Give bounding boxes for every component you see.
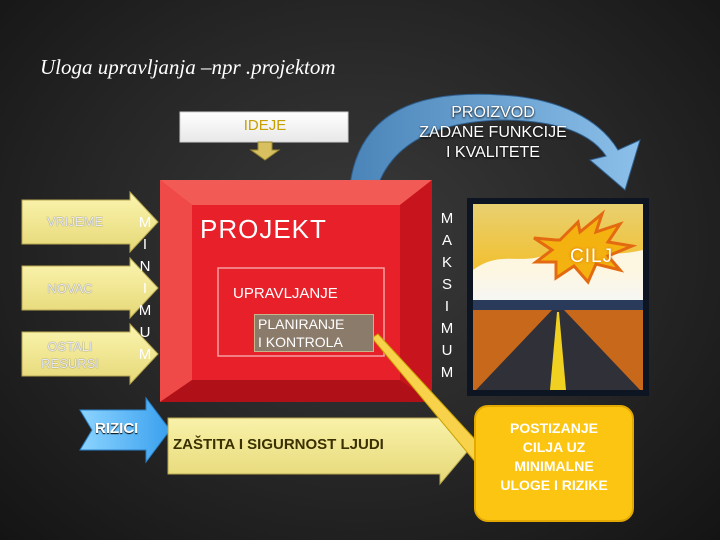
minimum-letter: M bbox=[138, 346, 152, 363]
minimum-letter: I bbox=[142, 280, 148, 297]
cilj-label: CILJ bbox=[570, 246, 614, 267]
novac-label: NOVAC bbox=[47, 281, 93, 296]
maksimum-letter: I bbox=[444, 298, 450, 315]
minimum-letter: U bbox=[139, 324, 151, 341]
project-bevel-left bbox=[160, 180, 192, 402]
project-bevel-bottom bbox=[160, 380, 432, 402]
maksimum-letter: U bbox=[441, 342, 453, 359]
novac-arrow bbox=[21, 256, 159, 320]
minimum-letter: I bbox=[142, 236, 148, 253]
planiranje-box: PLANIRANJE I KONTROLA bbox=[254, 314, 374, 352]
project-square bbox=[160, 180, 432, 402]
ostali-arrow bbox=[21, 322, 159, 386]
rizici-label: RIZICI bbox=[95, 420, 139, 437]
ostali-resursi-label: OSTALI RESURSI bbox=[25, 338, 115, 372]
maksimum-letter: K bbox=[441, 254, 452, 271]
rizici-arrow bbox=[79, 396, 171, 464]
proizvod-label: PROIZVOD ZADANE FUNKCIJE I KVALITETE bbox=[378, 103, 608, 163]
page-title: Uloga upravljanja –npr .projektom bbox=[40, 55, 336, 79]
maksimum-letter: S bbox=[441, 276, 452, 293]
minimum-letter: M bbox=[138, 302, 152, 319]
ideje-down-arrow bbox=[249, 141, 281, 161]
postizanje-line: POSTIZANJE bbox=[510, 420, 598, 436]
projekt-label: PROJEKT bbox=[200, 214, 327, 244]
postizanje-callout: POSTIZANJE CILJA UZ MINIMALNE ULOGE I RI… bbox=[474, 405, 634, 522]
vrijeme-label: VRIJEME bbox=[46, 214, 104, 229]
proizvod-line: PROIZVOD bbox=[451, 104, 535, 121]
minimum-letter: N bbox=[139, 258, 151, 275]
ideje-box bbox=[179, 111, 349, 143]
zastita-label: ZAŠTITA I SIGURNOST LJUDI bbox=[173, 436, 384, 453]
upravljanje-label: UPRAVLJANJE bbox=[233, 285, 338, 302]
maksimum-vertical-text: M A K S I M U M bbox=[438, 208, 456, 384]
project-bevel-right bbox=[400, 180, 432, 402]
maksimum-letter: M bbox=[440, 364, 454, 381]
postizanje-line: CILJA UZ bbox=[522, 439, 586, 455]
ostali-line: OSTALI bbox=[47, 339, 93, 354]
maksimum-letter: M bbox=[440, 210, 454, 227]
curved-output-arrow bbox=[349, 93, 641, 191]
planiranje-line: PLANIRANJE bbox=[258, 316, 345, 332]
inner-frame bbox=[217, 267, 385, 357]
goal-picture bbox=[467, 198, 649, 396]
ideje-label: IDEJE bbox=[243, 117, 287, 134]
vrijeme-arrow bbox=[21, 190, 159, 254]
maksimum-letter: A bbox=[441, 232, 452, 249]
planiranje-line: I KONTROLA bbox=[258, 334, 343, 350]
proizvod-line: I KVALITETE bbox=[446, 144, 540, 161]
minimum-vertical-text: M I N I M U M bbox=[136, 212, 154, 366]
maksimum-letter: M bbox=[440, 320, 454, 337]
ostali-line: RESURSI bbox=[41, 356, 99, 371]
proizvod-line: ZADANE FUNKCIJE bbox=[419, 124, 567, 141]
project-bevel-top bbox=[160, 180, 432, 205]
minimum-letter: M bbox=[138, 214, 152, 231]
postizanje-line: MINIMALNE bbox=[514, 458, 594, 474]
postizanje-line: ULOGE I RIZIKE bbox=[500, 477, 608, 493]
